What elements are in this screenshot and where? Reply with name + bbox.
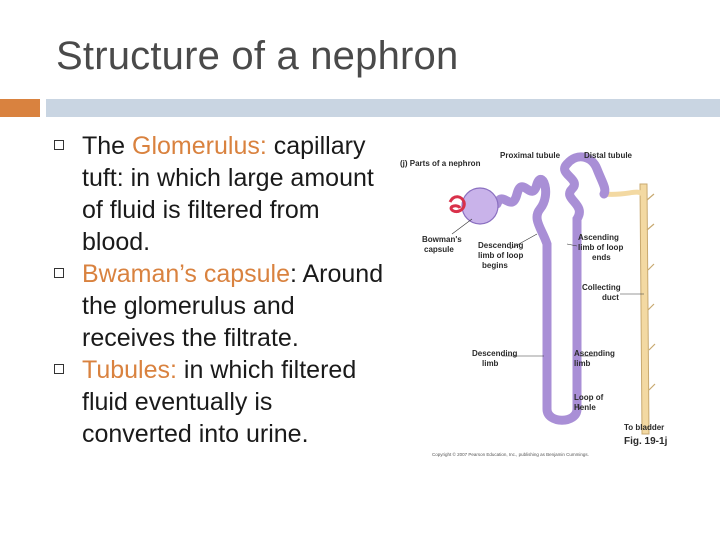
bullet-item-tubules: Tubules: in which filtered fluid eventua… [54, 354, 384, 450]
collecting-duct-shape [639, 183, 650, 435]
square-bullet-icon [54, 268, 64, 278]
ascending-limb-shape [560, 159, 584, 359]
bullet-term: Bwaman’s capsule [82, 260, 290, 288]
nephron-illustration: (j) Parts of a nephron Proximal tubule D… [400, 151, 668, 457]
glomerulus-shape [448, 195, 466, 214]
slide-title: Structure of a nephron [56, 34, 459, 78]
bullet-item-glomerulus: The Glomerulus: capillary tuft: in which… [54, 130, 384, 258]
title-accent-bar [0, 99, 40, 117]
proximal-and-descending-shape [492, 174, 552, 359]
proximal-tubule-label: Proximal tubule [500, 151, 561, 160]
bullet-term: Tubules: [82, 356, 177, 384]
collecting-duct-branches [646, 193, 656, 391]
bowmans-capsule-shape [461, 187, 499, 225]
distal-tubule-shape [562, 152, 610, 199]
label-leader-lines [451, 218, 644, 410]
distal-tubule-label: Distal tubule [584, 151, 633, 160]
bullet-text: capillary tuft: in which large amount of… [82, 132, 374, 256]
figure-number: Fig. 19-1j [624, 436, 668, 447]
bullet-text: in which filtered fluid eventually is co… [82, 356, 357, 448]
bullet-term: Glomerulus: [132, 132, 267, 160]
bullet-text-prefix: The [82, 132, 133, 160]
copyright-text: Copyright © 2007 Pearson Education, Inc.… [432, 451, 589, 457]
bullet-item-capsule: Bwaman’s capsule: Around the glomerulus … [54, 258, 384, 354]
square-bullet-icon [54, 140, 64, 150]
bullet-text: : Around the glomerulus and receives the… [82, 260, 384, 352]
bullet-list: The Glomerulus: capillary tuft: in which… [54, 130, 384, 450]
nephron-figure: (j) Parts of a nephron Proximal tubule D… [392, 134, 668, 464]
loop-of-henle-shape [542, 349, 582, 425]
panel-label: (j) Parts of a nephron [400, 159, 481, 168]
to-bladder-label: To bladder [624, 423, 664, 432]
square-bullet-icon [54, 364, 64, 374]
connecting-tubule [603, 189, 644, 197]
title-divider-bar [46, 99, 720, 117]
